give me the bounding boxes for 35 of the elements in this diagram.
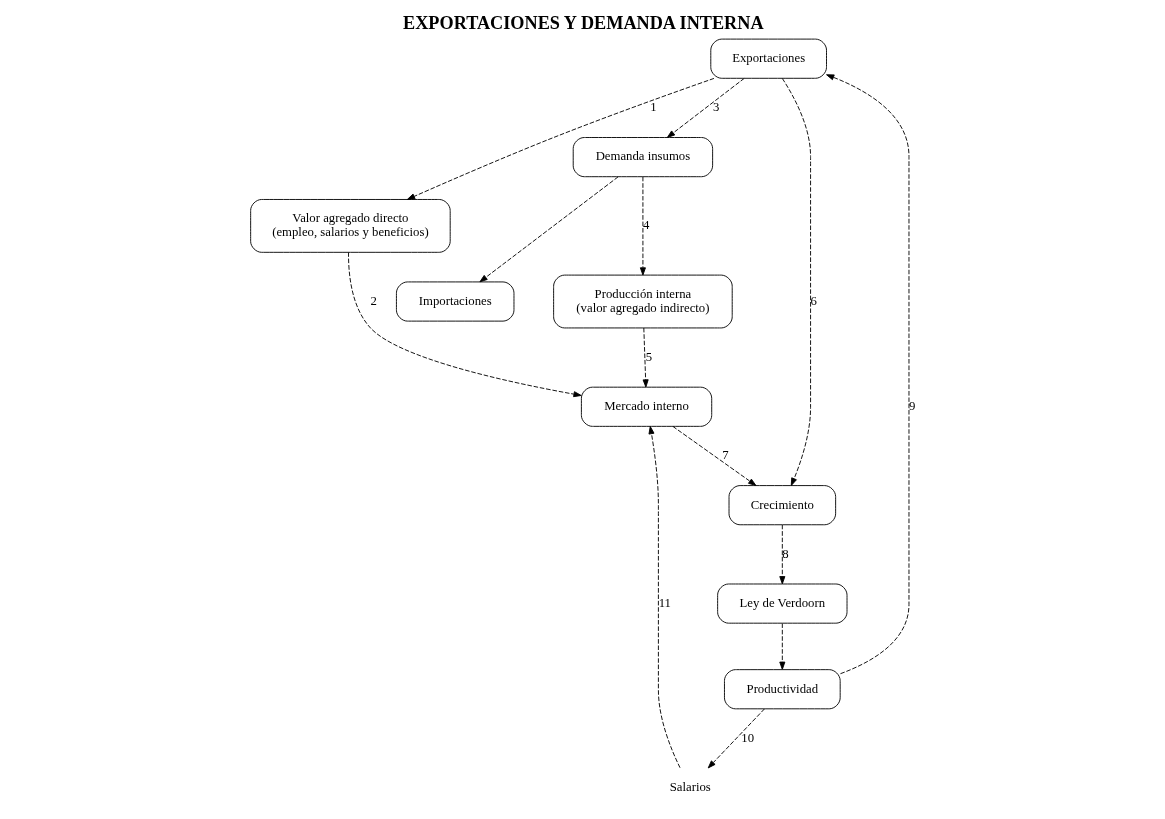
node-box: Importaciones bbox=[395, 281, 514, 322]
arrow bbox=[639, 176, 646, 276]
edge-label: 7 bbox=[721, 448, 729, 463]
edge-label: 2 bbox=[369, 293, 377, 308]
arrow bbox=[778, 524, 785, 585]
arrow bbox=[648, 426, 680, 769]
edge-label: 10 bbox=[740, 730, 754, 745]
edge-label: 9 bbox=[908, 399, 915, 414]
node-box: Demanda insumos bbox=[572, 137, 713, 178]
node-text: Salarios bbox=[669, 780, 711, 795]
arrow bbox=[642, 327, 649, 388]
node-box: Valor agregado directo (empleo, salarios y beneficios) bbox=[249, 199, 451, 253]
edge-label: 1 bbox=[649, 100, 657, 115]
diagram-title: EXPORTACIONES Y DEMANDA INTERNA bbox=[402, 13, 764, 34]
edge-label: 3 bbox=[712, 100, 719, 115]
arrow bbox=[778, 623, 785, 670]
arrow bbox=[347, 252, 582, 398]
arrow bbox=[707, 708, 765, 769]
arrow bbox=[406, 77, 714, 200]
edge-label: 6 bbox=[810, 293, 817, 308]
node-box: Mercado interno bbox=[580, 386, 712, 427]
edge-label: 4 bbox=[642, 218, 649, 233]
arrow bbox=[672, 426, 756, 486]
arrow bbox=[781, 78, 811, 486]
node-box: Producción interna (valor agregado indirecto) bbox=[552, 274, 733, 329]
edge-label: 11 bbox=[658, 595, 671, 610]
arrow bbox=[825, 74, 909, 675]
arrow bbox=[479, 176, 618, 283]
node-box: Crecimiento bbox=[728, 485, 836, 526]
node-box: Ley de Verdoorn bbox=[716, 583, 847, 624]
arrow bbox=[666, 78, 745, 138]
edge-label: 8 bbox=[781, 546, 789, 561]
edge-label: 5 bbox=[645, 349, 652, 364]
node-box: Exportaciones bbox=[709, 38, 827, 79]
node-box: Productividad bbox=[723, 669, 841, 710]
